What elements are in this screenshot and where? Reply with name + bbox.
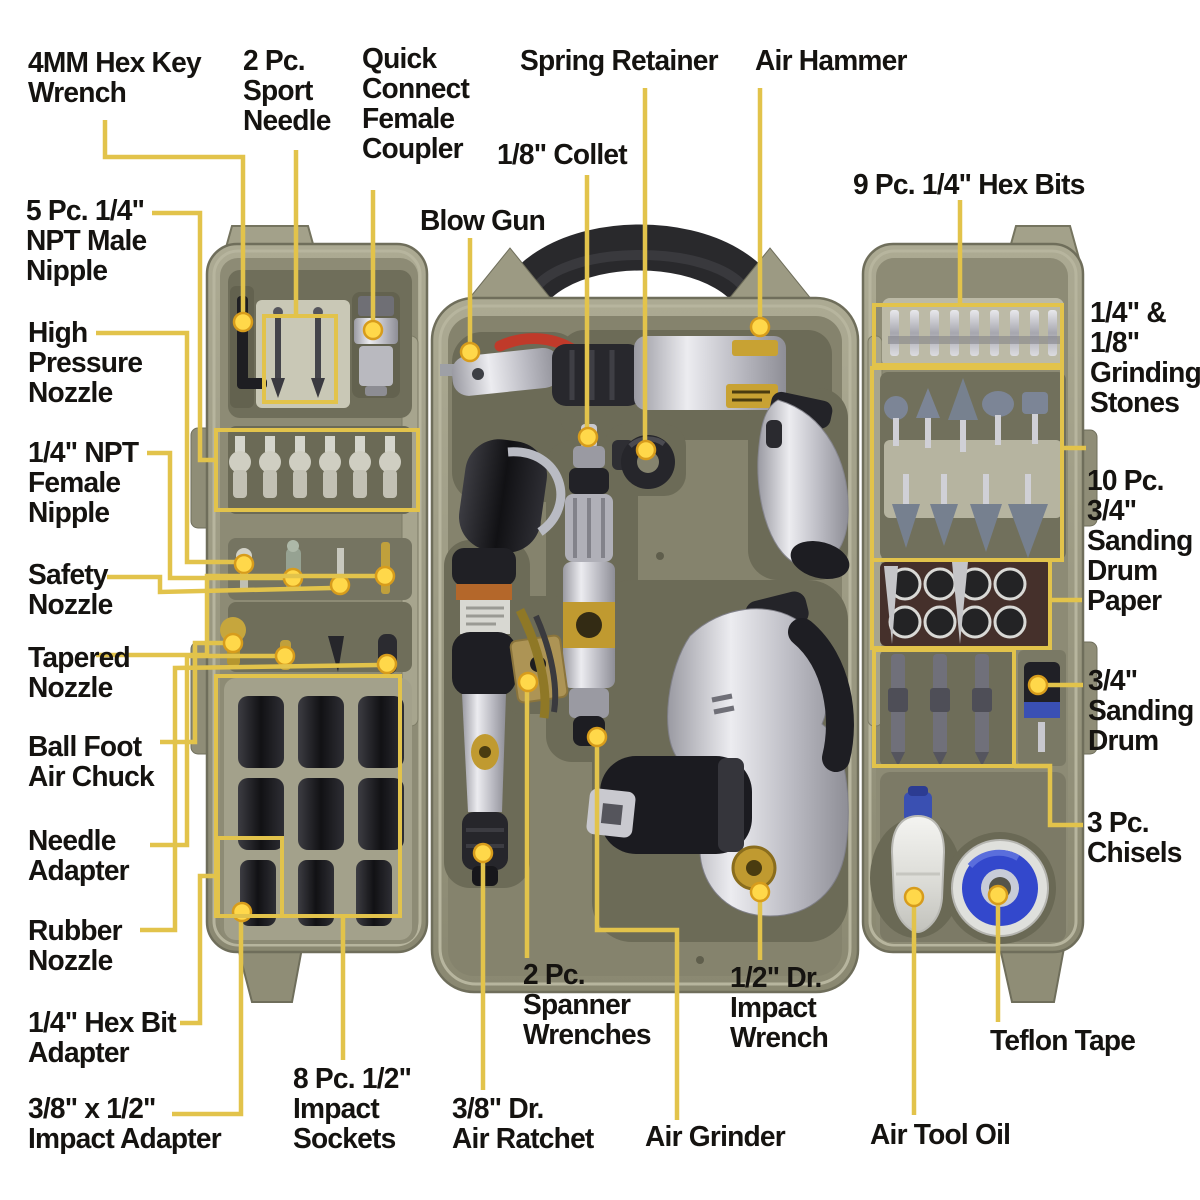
case-left-wing <box>190 225 429 1003</box>
label-air-ratchet: 3/8" Dr. Air Ratchet <box>452 1093 594 1155</box>
dot-quick-coupler <box>362 319 384 341</box>
dot-impact-wrench <box>749 881 771 903</box>
dot-ball-foot <box>222 632 244 654</box>
sanding-drum <box>1024 662 1060 752</box>
dot-impact-adapter <box>231 901 253 923</box>
leader-hex-bit-adapter <box>180 873 218 1026</box>
leader-tapered-nozzle <box>96 573 377 658</box>
leader-impact-adapter <box>172 918 244 1117</box>
dot-hex-key <box>232 311 254 333</box>
label-air-tool-oil: Air Tool Oil <box>870 1119 1011 1151</box>
label-safety-nozzle: Safety Nozzle <box>28 559 113 621</box>
label-needle-adapter: Needle Adapter <box>28 825 130 887</box>
air-hammer <box>552 336 850 580</box>
leader-lines <box>96 88 1086 1120</box>
label-rubber-nozzle: Rubber Nozzle <box>28 915 123 977</box>
dot-safety-nozzle <box>329 574 351 596</box>
dot-sanding-drum <box>1027 674 1049 696</box>
chisels <box>888 654 992 766</box>
leader-needle-adapter <box>150 653 277 848</box>
leader-air-grinder <box>594 743 680 1120</box>
dot-blow-gun <box>459 341 481 363</box>
sanding-drum-paper <box>884 562 1027 644</box>
dot-spanner <box>517 671 539 693</box>
leader-ball-foot <box>160 640 226 745</box>
label-drum-paper: 10 Pc. 3/4" Sanding Drum Paper <box>1087 465 1193 617</box>
label-high-pressure: High Pressure Nozzle <box>28 317 143 409</box>
box-chisels <box>872 648 1016 768</box>
leader-npt-male <box>152 210 216 463</box>
box-sport-needle <box>262 314 338 404</box>
dot-spring-retainer <box>635 439 657 461</box>
label-hex-bit-adapter: 1/4" Hex Bit Adapter <box>28 1007 177 1069</box>
box-hex-bits <box>872 303 1064 367</box>
dot-tapered-nozzle <box>374 565 396 587</box>
leader-safety-nozzle <box>107 574 333 595</box>
air-grinder <box>563 424 615 746</box>
label-impact-sockets: 8 Pc. 1/2" Impact Sockets <box>293 1063 412 1155</box>
dot-collet <box>577 426 599 448</box>
label-teflon-tape: Teflon Tape <box>990 1025 1136 1057</box>
label-air-hammer: Air Hammer <box>755 45 907 77</box>
label-npt-female: 1/4" NPT Female Nipple <box>28 437 139 529</box>
box-npt-male <box>214 428 420 512</box>
label-spanner-wrenches: 2 Pc. Spanner Wrenches <box>523 959 652 1051</box>
case-center <box>430 247 860 994</box>
box-impact-sockets <box>214 674 402 918</box>
label-blow-gun: Blow Gun <box>420 205 546 237</box>
dot-high-pressure <box>233 553 255 575</box>
label-air-grinder: Air Grinder <box>645 1121 786 1153</box>
label-hex-bits: 9 Pc. 1/4" Hex Bits <box>853 169 1085 201</box>
left-foot <box>236 947 304 1003</box>
label-impact-wrench: 1/2" Dr. Impact Wrench <box>730 962 829 1054</box>
leader-hex-key <box>102 120 246 318</box>
dot-air-ratchet <box>472 842 494 864</box>
label-tapered-nozzle: Tapered Nozzle <box>28 642 131 704</box>
label-spring-retainer: Spring Retainer <box>520 45 719 77</box>
label-npt-male: 5 Pc. 1/4" NPT Male Nipple <box>26 195 147 287</box>
npt-male-nipples <box>229 436 401 498</box>
impact-sockets <box>238 696 404 926</box>
leader-high-pressure <box>96 330 236 565</box>
label-hex-key-wrench: 4MM Hex Key Wrench <box>28 47 202 109</box>
dot-air-hammer <box>749 316 771 338</box>
leader-rubber-nozzle <box>140 662 380 933</box>
right-foot <box>998 947 1066 1003</box>
impact-wrench <box>586 591 854 917</box>
label-ball-foot: Ball Foot Air Chuck <box>28 731 155 793</box>
leader-chisels <box>1014 763 1083 828</box>
dot-needle-adapter <box>274 645 296 667</box>
label-quick-coupler: Quick Connect Female Coupler <box>362 43 470 165</box>
dot-air-grinder <box>586 726 608 748</box>
label-chisels: 3 Pc. Chisels <box>1087 807 1182 869</box>
label-grinding-stones: 1/4" & 1/8" Grinding Stones <box>1090 297 1200 419</box>
air-tool-oil-bottle <box>890 786 946 934</box>
dot-rubber-nozzle <box>376 653 398 675</box>
label-impact-adapter: 3/8" x 1/2" Impact Adapter <box>28 1093 222 1155</box>
dot-teflon-tape <box>987 884 1009 906</box>
label-sanding-drum: 3/4" Sanding Drum <box>1088 665 1194 757</box>
grinding-stones <box>884 378 1048 558</box>
label-collet: 1/8" Collet <box>497 139 628 171</box>
dot-air-tool-oil <box>903 886 925 908</box>
hex-bits <box>888 310 1060 356</box>
label-sport-needle: 2 Pc. Sport Needle <box>243 45 331 137</box>
